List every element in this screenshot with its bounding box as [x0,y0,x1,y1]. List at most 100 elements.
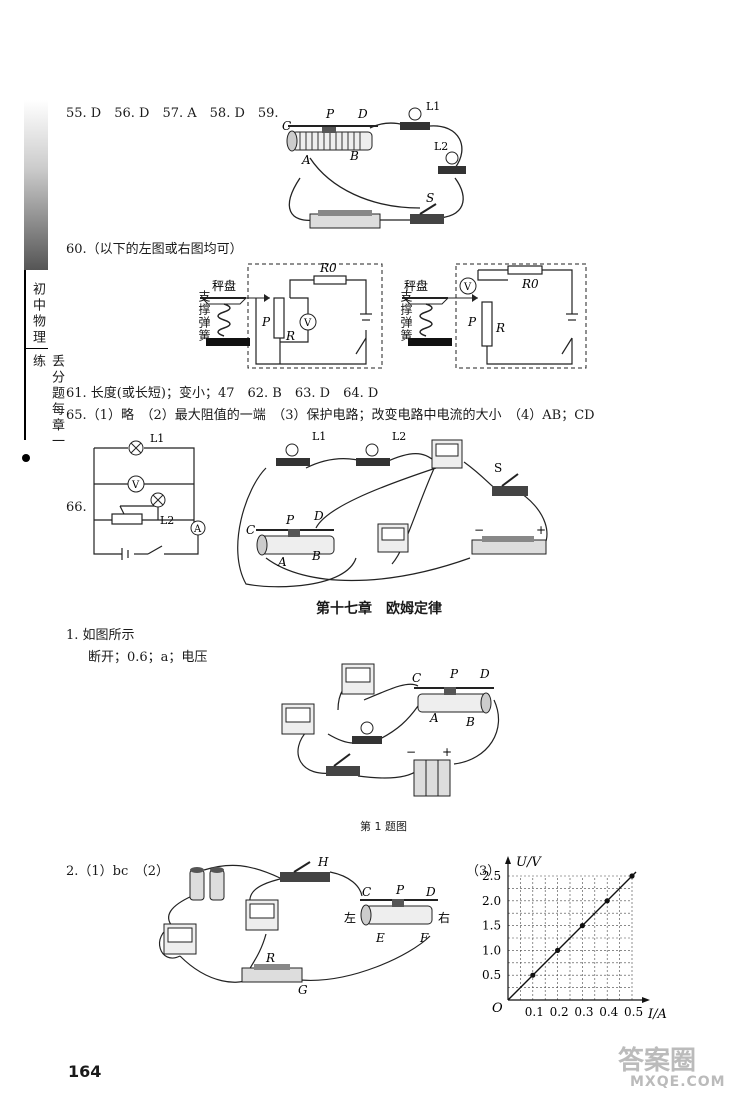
switch-q2 [280,861,330,882]
q2-label-f: F [419,931,429,945]
lamp-l2-physical [356,443,390,466]
chart-origin-label: O [492,1001,503,1016]
rheostat-physical [256,529,335,556]
chart-y-arrow [505,856,511,864]
label-p-66: P [285,513,295,527]
label-c-66: C [246,523,255,537]
label-l2-phys: L2 [392,430,406,443]
q2-part3: （3） [466,864,501,879]
label-d-66: D [313,509,324,523]
r0-left: R0 [319,261,337,275]
chart-series-line [507,871,637,1001]
q2-label-c: C [362,885,371,899]
wire [237,467,357,588]
voltmeter-physical [377,523,409,553]
switch-q1 [326,753,360,776]
q2-label-h: H [317,856,329,869]
figure-66-schematic: V A L1 L2 [93,432,206,560]
a-meter-66: A [193,524,202,535]
wire [309,157,421,209]
chart-x-axis-label: I/A [647,1007,667,1022]
label-l1-66: L1 [150,432,164,445]
label-c: C [282,119,291,133]
wire [453,699,499,765]
sidebar: 初中物理 丢分题每章一练 [20,100,64,462]
battery-physical [471,536,547,555]
wire [179,955,247,983]
chart-y-tick-label: 0.5 [482,968,501,982]
q1-answer: 断开；0.6；a；电压 [88,650,208,665]
v-meter-right: V [463,282,472,293]
chart-data-point [629,873,635,879]
q2-label-right: 右 [438,910,450,925]
chart-y-tick-label: 2.5 [482,869,501,883]
sidebar-band [24,270,50,440]
v-meter-66: V [131,480,140,491]
wire [265,557,471,581]
answer-60: 60.（以下的左图或右图均可） [66,242,243,257]
label-l2: L2 [434,140,448,153]
q2-label-g: G [298,983,308,996]
answer-66-label: 66. [66,500,87,515]
r-left: R [285,329,295,343]
figure-q1: C P D A B − + [281,663,499,797]
chart-y-axis-label: U/V [516,856,542,870]
chart-y-tick-label: 1.5 [482,919,501,933]
chart-data-point [604,898,610,904]
switch-physical [492,473,528,496]
wire [288,177,316,221]
rheostat-q1 [414,687,494,714]
book-title: 丢分题每章一练 [30,354,64,450]
chapter-title: 第十七章 欧姆定律 [316,601,442,617]
p-right: P [467,315,477,329]
q1-plus: + [442,745,452,759]
q1-label-d: D [479,667,490,681]
q1-label: 1. 如图所示 [66,628,135,643]
wire [385,453,437,463]
label-a-66: A [277,555,287,569]
q1-label-a: A [429,711,439,725]
q2-label-r: R [265,951,275,965]
wire [203,864,281,879]
wire [434,177,464,219]
chart-axes [505,856,650,1003]
lamp-l1-physical [276,443,310,466]
q2-label-d: D [425,885,436,899]
wire [315,467,437,529]
q1-caption: 第 1 题图 [360,820,407,833]
v-meter-left: V [303,318,312,329]
chart-x-tick-label: 0.4 [599,1005,618,1019]
scale-pan-right: 秤盘 [404,278,428,293]
chart-y-tick-label: 2.0 [482,894,501,908]
ammeter-q1 [281,703,315,735]
support-spring-left: 支撑弹簧 [197,290,211,342]
q2-label-left: 左 [344,910,356,925]
chart-y-tick-label: 1.0 [482,943,501,957]
rheostat-q2 [360,899,438,926]
label-l2-66: L2 [160,514,174,527]
wire [429,125,463,169]
r0-right: R0 [521,277,539,291]
series-title: 初中物理 [30,282,45,346]
answer-61-64: 61. 长度(或长短)；变小；47 62. B 63. D 64. D [66,386,379,401]
figure-60-circuits: V 秤盘 R0 P R V 秤盘 R0 P R [200,261,587,369]
figure-59-circuit: C P D A B L1 L2 S [282,100,466,229]
figure-66-physical: C P D B A L1 L2 S − + [237,430,548,588]
switch-s [410,203,444,224]
label-b-66: B [311,549,321,563]
label-a: A [301,153,311,167]
q1-minus: − [406,745,416,759]
wire [329,871,363,897]
r-right: R [495,321,505,335]
q2-label-p: P [395,883,405,897]
q2-label: 2.（1）bc （2） [66,864,170,879]
sidebar-dot [22,454,30,462]
chart-x-tick-label: 0.3 [574,1005,593,1019]
answer-55-59: 55. D 56. D 57. A 58. D 59. [66,106,279,121]
chart-x-arrow [642,997,650,1003]
sidebar-gradient [24,100,48,270]
label-s-66: S [494,461,502,475]
rheostat [286,125,378,152]
q1-label-p: P [449,667,459,681]
